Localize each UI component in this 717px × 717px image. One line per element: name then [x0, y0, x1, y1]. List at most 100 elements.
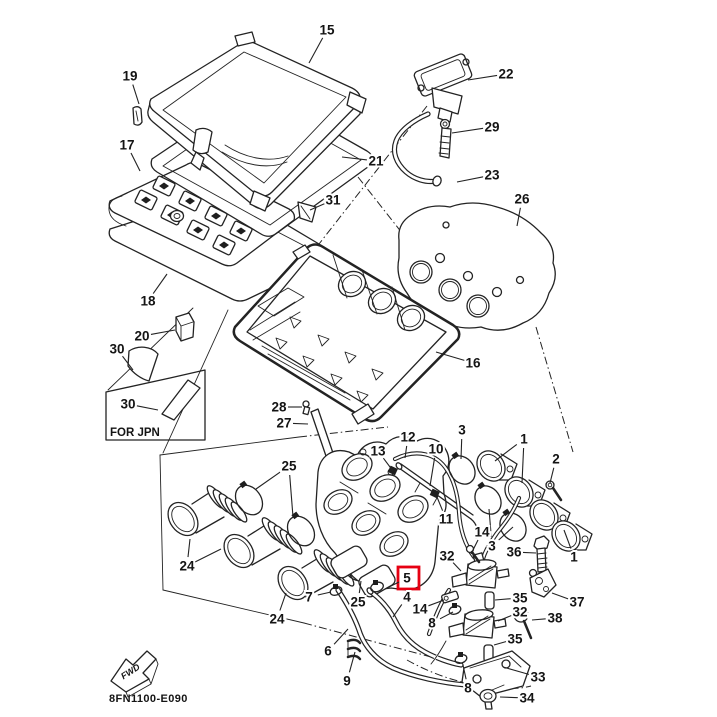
leader-line	[382, 457, 394, 472]
callout-7[interactable]: 7	[303, 588, 315, 607]
callout-14[interactable]: 14	[410, 600, 430, 619]
callout-16[interactable]: 16	[463, 354, 483, 373]
callout-28[interactable]: 28	[269, 398, 289, 417]
callout-30[interactable]: 30	[107, 340, 126, 359]
callout-17[interactable]: 17	[117, 136, 136, 155]
leader-line	[429, 457, 436, 487]
leader-line	[470, 539, 479, 555]
leader-line	[122, 355, 134, 371]
part-vent-hose	[392, 451, 477, 560]
callout-1[interactable]: 1	[568, 548, 580, 567]
callout-12[interactable]: 12	[398, 428, 417, 447]
part-solenoid-lower	[430, 609, 507, 665]
leader-line	[132, 84, 140, 105]
leader-line	[494, 598, 512, 601]
callout-24[interactable]: 24	[177, 557, 197, 576]
leader-line	[152, 273, 168, 294]
leader-line	[436, 496, 444, 511]
callout-34[interactable]: 34	[517, 689, 537, 708]
callout-35[interactable]: 35	[510, 589, 530, 608]
leader-line	[521, 447, 525, 484]
callout-21[interactable]: 21	[366, 152, 386, 171]
leader-line	[255, 470, 282, 490]
callout-37[interactable]: 37	[567, 593, 586, 612]
callout-32[interactable]: 32	[437, 547, 456, 566]
part-label-tab	[297, 201, 317, 223]
callout-31[interactable]: 31	[323, 191, 343, 210]
leader-line	[130, 152, 141, 172]
callout-8[interactable]: 8	[426, 614, 438, 633]
callout-25[interactable]: 25	[348, 593, 368, 612]
callout-13[interactable]: 13	[368, 442, 388, 461]
part-sensor-unit	[413, 53, 473, 123]
callout-14[interactable]: 14	[472, 523, 492, 542]
callout-2[interactable]: 2	[550, 450, 562, 469]
callout-1[interactable]: 1	[518, 430, 530, 449]
leader-line	[516, 207, 521, 227]
callout-24[interactable]: 24	[267, 610, 287, 629]
callout-30[interactable]: 30	[118, 395, 137, 414]
leader-line	[488, 508, 492, 538]
leader-line	[499, 696, 519, 699]
leader-line	[392, 604, 403, 618]
drawing-number: 8FN1100-E090	[109, 693, 188, 705]
leader-line	[502, 666, 530, 676]
callout-36[interactable]: 36	[504, 543, 524, 562]
callout-6[interactable]: 6	[322, 642, 334, 661]
part-air-cleaner-case	[232, 243, 461, 425]
part-joint-bolt	[545, 480, 563, 502]
callout-3[interactable]: 3	[486, 537, 498, 556]
leader-line	[460, 438, 463, 460]
callout-38[interactable]: 38	[545, 609, 565, 628]
leader-line	[384, 581, 400, 590]
callout-29[interactable]: 29	[482, 118, 501, 137]
part-bolt-36	[533, 535, 550, 573]
callout-9[interactable]: 9	[341, 672, 353, 691]
leader-line	[279, 592, 287, 611]
callout-15[interactable]: 15	[317, 21, 337, 40]
leader-line	[563, 529, 572, 549]
callout-22[interactable]: 22	[496, 65, 515, 84]
part-sensor-bolt	[438, 118, 452, 159]
callout-18[interactable]: 18	[138, 292, 158, 311]
callout-25[interactable]: 25	[279, 457, 299, 476]
for-jpn-label: FOR JPN	[110, 427, 160, 439]
callout-27[interactable]: 27	[274, 414, 293, 433]
leader-line	[493, 640, 507, 646]
part-nut-34	[479, 688, 497, 710]
callout-5-selected[interactable]: 5	[401, 569, 413, 588]
callout-10[interactable]: 10	[426, 440, 445, 459]
leader-line	[194, 548, 222, 563]
leader-line	[467, 74, 498, 81]
leader-line	[358, 580, 362, 594]
callout-26[interactable]: 26	[512, 190, 532, 209]
callout-leaders	[122, 37, 572, 699]
for-jpn-box	[105, 369, 206, 441]
callout-35[interactable]: 35	[505, 630, 525, 649]
callout-8[interactable]: 8	[462, 679, 474, 698]
callout-32[interactable]: 32	[510, 603, 529, 622]
callout-11[interactable]: 11	[437, 510, 456, 529]
part-fitting-14b	[441, 590, 459, 604]
callout-4[interactable]: 4	[401, 588, 413, 607]
callout-3[interactable]: 3	[456, 421, 468, 440]
leader-line	[531, 618, 547, 621]
leader-line	[150, 329, 176, 335]
part-spacer-35a	[484, 591, 495, 610]
part-joint-clamps	[448, 451, 527, 542]
leader-line	[522, 551, 537, 554]
leader-line	[451, 127, 484, 134]
callout-23[interactable]: 23	[482, 166, 502, 185]
callout-33[interactable]: 33	[528, 668, 548, 687]
callout-19[interactable]: 19	[120, 67, 139, 86]
part-carburetor-assembly	[315, 435, 450, 598]
part-solenoid-upper	[451, 552, 510, 589]
callout-20[interactable]: 20	[132, 327, 151, 346]
leader-line	[187, 538, 191, 558]
leader-line	[549, 467, 555, 484]
leader-line	[439, 611, 454, 620]
part-clamp-5-selected	[370, 580, 384, 593]
part-drain-bolt	[302, 400, 311, 416]
leader-line	[308, 37, 324, 64]
part-cover-clip	[132, 106, 143, 126]
